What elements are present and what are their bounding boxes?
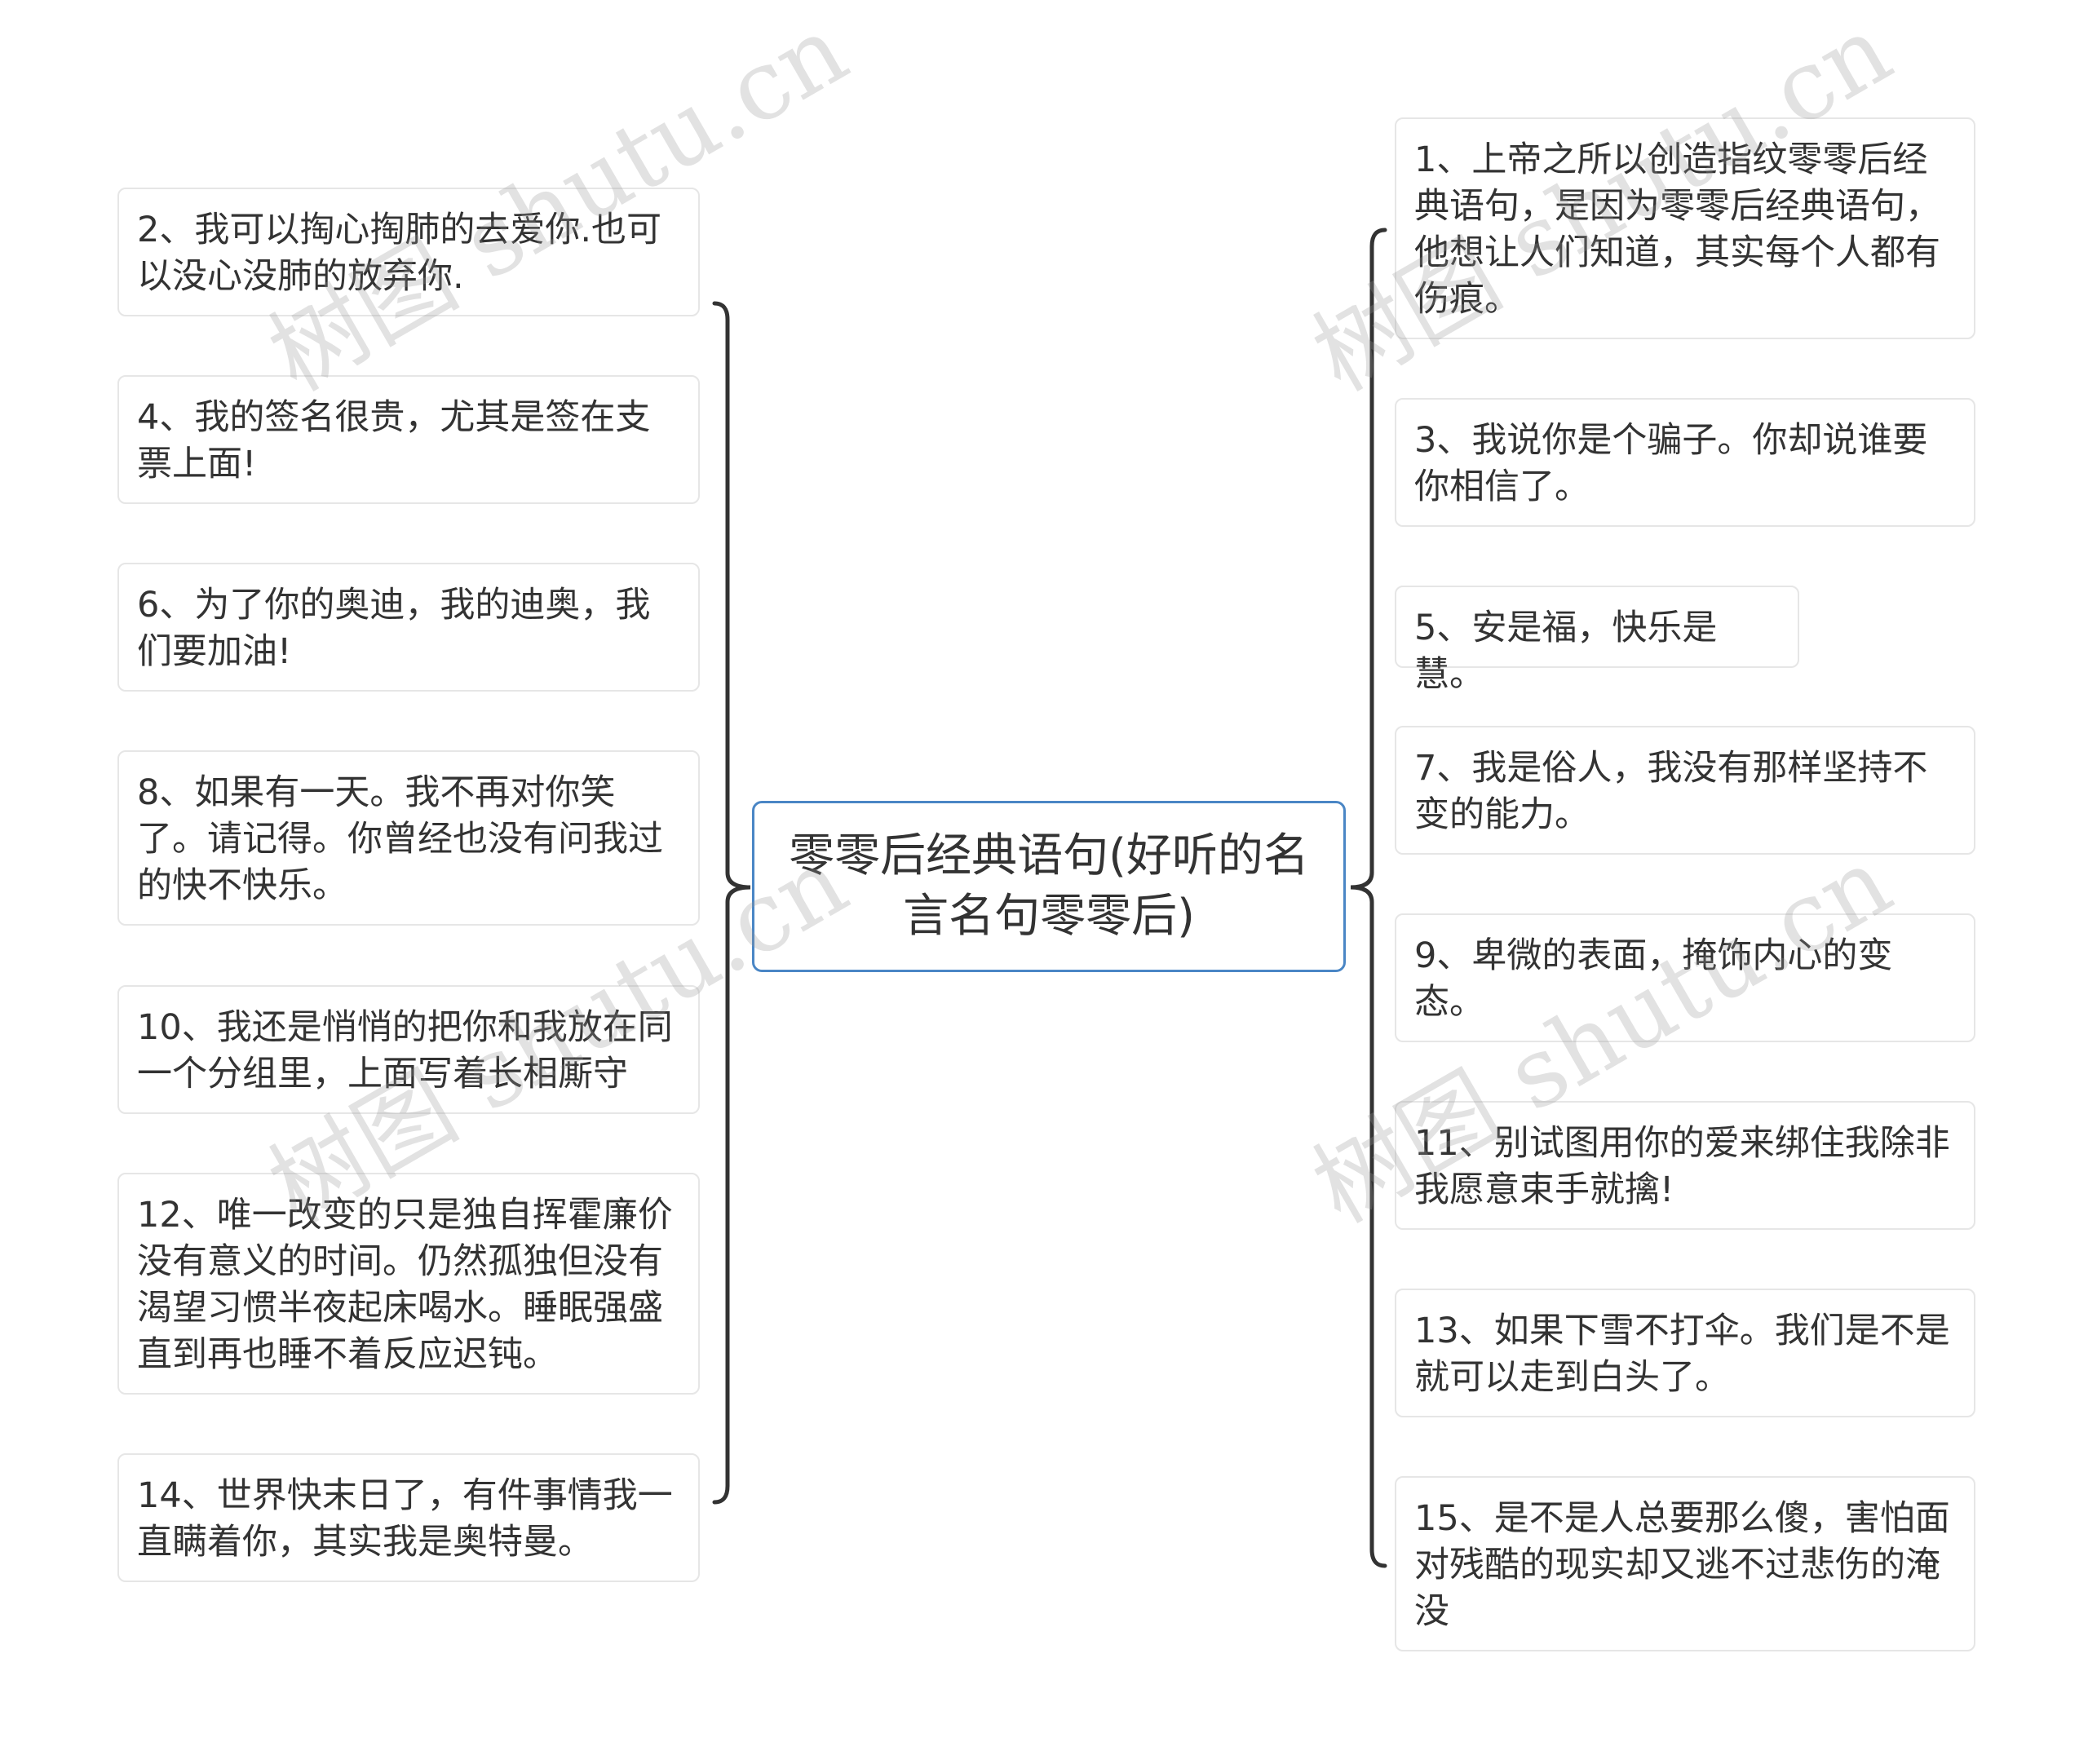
left-item-7[interactable]: 14、世界快末日了，有件事情我一直瞒着你，其实我是奥特曼。 xyxy=(117,1453,700,1582)
right-branch-bracket xyxy=(1350,228,1387,1568)
right-item-1[interactable]: 1、上帝之所以创造指纹零零后经典语句，是因为零零后经典语句，他想让人们知道，其实… xyxy=(1395,117,1975,339)
right-item-4[interactable]: 7、我是俗人，我没有那样坚持不变的能力。 xyxy=(1395,726,1975,855)
right-item-5[interactable]: 9、卑微的表面，掩饰内心的变态。 xyxy=(1395,913,1975,1042)
left-item-1-label: 2、我可以掏心掏肺的去爱你.也可以没心没肺的放弃你. xyxy=(137,210,662,297)
right-item-5-label: 9、卑微的表面，掩饰内心的变态。 xyxy=(1414,935,1893,1023)
right-item-8[interactable]: 15、是不是人总要那么傻，害怕面对残酷的现实却又逃不过悲伤的淹没 xyxy=(1395,1476,1975,1651)
left-item-5[interactable]: 10、我还是悄悄的把你和我放在同一个分组里，上面写着长相厮守 xyxy=(117,985,700,1114)
left-item-5-label: 10、我还是悄悄的把你和我放在同一个分组里，上面写着长相厮守 xyxy=(137,1007,673,1094)
left-item-1[interactable]: 2、我可以掏心掏肺的去爱你.也可以没心没肺的放弃你. xyxy=(117,188,700,316)
right-item-2[interactable]: 3、我说你是个骗子。你却说谁要你相信了。 xyxy=(1395,398,1975,527)
left-item-2-label: 4、我的签名很贵，尤其是签在支票上面! xyxy=(137,397,651,484)
right-item-7[interactable]: 13、如果下雪不打伞。我们是不是就可以走到白头了。 xyxy=(1395,1289,1975,1417)
root-topic[interactable]: 零零后经典语句(好听的名言名句零零后) xyxy=(752,801,1346,972)
right-item-6[interactable]: 11、别试图用你的爱来绑住我除非我愿意束手就擒! xyxy=(1395,1101,1975,1230)
left-item-4[interactable]: 8、如果有一天。我不再对你笑了。请记得。你曾经也没有问我过的快不快乐。 xyxy=(117,750,700,926)
right-item-3[interactable]: 5、安是福，快乐是慧。 xyxy=(1395,586,1799,695)
left-item-3[interactable]: 6、为了你的奥迪，我的迪奥，我们要加油! xyxy=(117,563,700,692)
left-item-4-label: 8、如果有一天。我不再对你笑了。请记得。你曾经也没有问我过的快不快乐。 xyxy=(137,772,663,906)
right-item-6-label: 11、别试图用你的爱来绑住我除非我愿意束手就擒! xyxy=(1414,1123,1950,1210)
left-item-3-label: 6、为了你的奥迪，我的迪奥，我们要加油! xyxy=(137,585,651,672)
left-item-2[interactable]: 4、我的签名很贵，尤其是签在支票上面! xyxy=(117,375,700,504)
right-item-1-label: 1、上帝之所以创造指纹零零后经典语句，是因为零零后经典语句，他想让人们知道，其实… xyxy=(1414,139,1940,320)
right-item-3-label: 5、安是福，快乐是慧。 xyxy=(1414,608,1718,695)
right-item-4-label: 7、我是俗人，我没有那样坚持不变的能力。 xyxy=(1414,748,1928,835)
left-item-7-label: 14、世界快末日了，有件事情我一直瞒着你，其实我是奥特曼。 xyxy=(137,1475,673,1563)
right-item-2-label: 3、我说你是个骗子。你却说谁要你相信了。 xyxy=(1414,420,1928,507)
left-branch-bracket xyxy=(712,301,751,1505)
right-item-8-label: 15、是不是人总要那么傻，害怕面对残酷的现实却又逃不过悲伤的淹没 xyxy=(1414,1498,1950,1632)
root-topic-label: 零零后经典语句(好听的名言名句零零后) xyxy=(789,829,1309,943)
left-item-6[interactable]: 12、唯一改变的只是独自挥霍廉价没有意义的时间。仍然孤独但没有渴望习惯半夜起床喝… xyxy=(117,1173,700,1395)
left-item-6-label: 12、唯一改变的只是独自挥霍廉价没有意义的时间。仍然孤独但没有渴望习惯半夜起床喝… xyxy=(137,1195,673,1375)
right-item-7-label: 13、如果下雪不打伞。我们是不是就可以走到白头了。 xyxy=(1414,1311,1950,1398)
